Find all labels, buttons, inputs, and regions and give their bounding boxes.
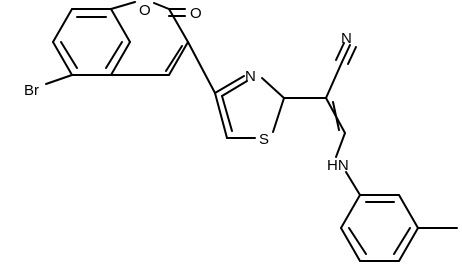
bond (168, 8, 189, 43)
bond (347, 46, 357, 65)
ring-oxygen-label: O (139, 2, 151, 19)
bond (335, 132, 346, 158)
bond (52, 8, 73, 43)
bond (153, 2, 170, 10)
bond (110, 41, 131, 76)
bond (398, 194, 419, 229)
bond (335, 42, 345, 61)
bond (52, 41, 73, 76)
bond (221, 80, 248, 97)
bond (187, 41, 216, 94)
bond (60, 41, 78, 69)
bond (110, 8, 131, 43)
bond (221, 95, 233, 132)
bond (340, 227, 361, 262)
bond (393, 227, 411, 255)
bond (398, 227, 419, 262)
bond (341, 44, 351, 63)
bond (105, 41, 123, 69)
bond (348, 227, 367, 255)
atom-labels: Br O O N S N HN (24, 2, 352, 174)
bond (45, 74, 73, 85)
bond (165, 45, 183, 72)
nitrile-nitrogen-label: N (341, 30, 352, 47)
carbonyl-oxygen-label: O (190, 5, 202, 22)
bond (272, 97, 285, 133)
bond (214, 92, 228, 139)
bromine-label: Br (24, 82, 39, 99)
bond (325, 61, 343, 99)
bond (340, 194, 361, 229)
bond (110, 1, 136, 10)
bond (261, 77, 285, 99)
thiazole-nitrogen-label: N (245, 68, 256, 85)
bond (345, 171, 361, 196)
bond (332, 101, 340, 131)
bond (168, 41, 189, 76)
thiazole-sulfur-label: S (259, 131, 269, 148)
bond-set (45, 1, 458, 262)
bond (214, 75, 245, 94)
amine-label: HN (327, 157, 349, 174)
